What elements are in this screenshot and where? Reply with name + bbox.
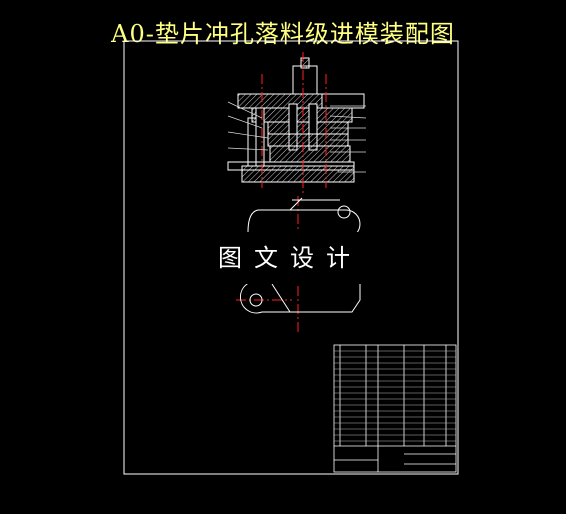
drawing-frame <box>123 40 459 475</box>
title-block <box>333 344 457 473</box>
leader-lines <box>227 101 367 173</box>
watermark-label: 图文设计 <box>201 232 379 284</box>
assembly-section-view <box>227 57 365 183</box>
parts-list-rows <box>334 350 456 442</box>
drawing-title: A0-垫片冲孔落料级进模装配图 <box>111 20 455 48</box>
